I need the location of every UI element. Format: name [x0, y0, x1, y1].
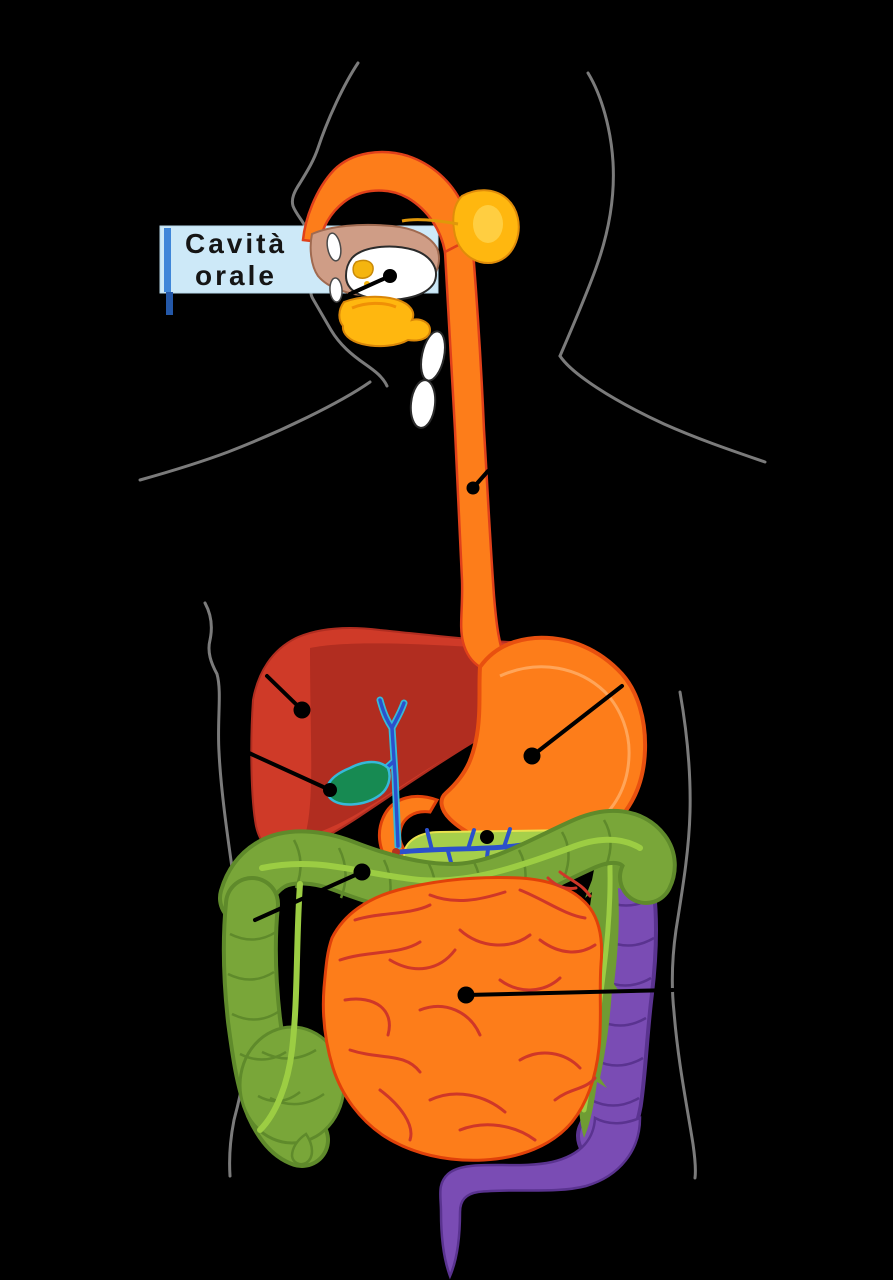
stomach-pointer-line [530, 684, 624, 758]
esophagus-shape [443, 236, 507, 669]
gallbladder-pointer-dot [323, 783, 337, 797]
pancreas-pointer-dot [480, 830, 494, 844]
appendix-shape [290, 1132, 314, 1166]
pointers [247, 269, 675, 1004]
stomach-pointer-dot [523, 747, 541, 765]
sublingual-gland [338, 295, 432, 348]
descending-colon [580, 846, 654, 1160]
biliary-group [325, 696, 408, 856]
label-accent-bar [164, 228, 171, 292]
colon-pointer-dot [353, 863, 371, 881]
parotid-duct [401, 218, 459, 226]
intestine-creases [338, 870, 597, 1142]
lower-tooth [329, 277, 343, 303]
left-shoulder-outline [138, 380, 372, 482]
small-intestine-group [321, 870, 604, 1162]
right-shoulder-outline [558, 354, 767, 464]
uvula-shape [352, 259, 374, 279]
sigmoid-rectum-shape [439, 1115, 642, 1280]
larynx-lobe-lower [409, 379, 437, 429]
back-of-head-outline [558, 71, 615, 358]
gallbladder-shape [325, 760, 391, 806]
parotid-gland-highlight [473, 205, 503, 243]
label-accent-bar-shadow [166, 292, 173, 315]
ascending-taenia-stripe [257, 881, 303, 1133]
oral-cavity-pointer-line [348, 274, 392, 296]
bile-duct [364, 698, 406, 848]
sublingual-gland-shade [351, 301, 397, 310]
mouth-group [309, 189, 520, 429]
small-intestine-pointer-line [464, 988, 675, 997]
right-torso-outline [670, 690, 697, 1180]
colon-pointer-line [253, 870, 364, 922]
small-intestine-shape [321, 876, 604, 1162]
liver-pointer-dot [293, 701, 311, 719]
upper-tooth [326, 232, 342, 262]
gallbladder-pointer-line [247, 751, 332, 792]
small-intestine-pointer-dot [457, 986, 475, 1004]
esophagus-pointer-dot [466, 481, 480, 495]
oral-cavity-pointer-dot [383, 269, 397, 283]
